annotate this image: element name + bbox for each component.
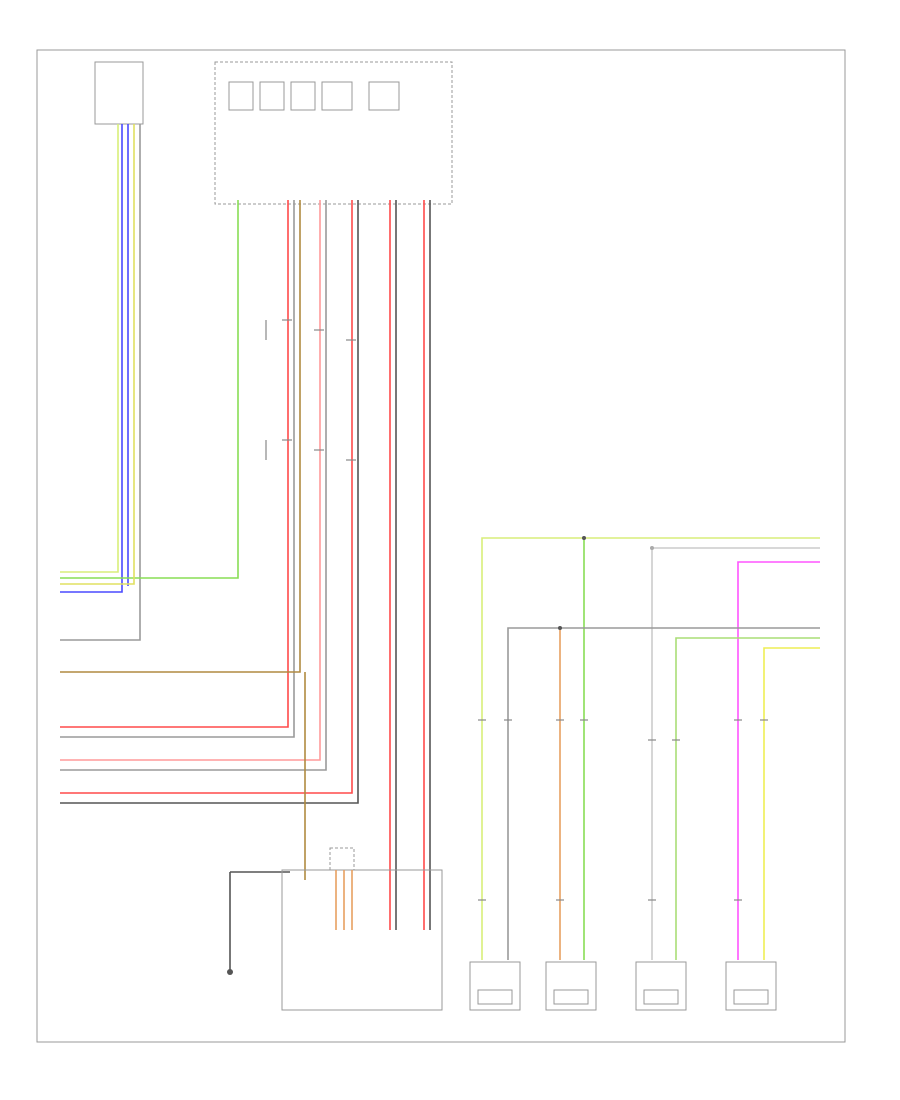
- control-unit-connectors: [228, 81, 400, 111]
- connector-5: [368, 81, 400, 111]
- control-unit: [214, 61, 453, 205]
- wire-gray-1: [60, 200, 295, 738]
- connector-1: [228, 81, 254, 111]
- wire-magenta-right: [737, 561, 820, 960]
- wire-yellow-green-right: [481, 537, 820, 960]
- wire-yellow-right: [763, 647, 820, 960]
- wire-light-red-1: [60, 200, 321, 761]
- wire-blue-left: [60, 124, 123, 593]
- wire-green-harness: [60, 200, 239, 579]
- speaker-4: [725, 961, 777, 1011]
- speaker-pin-ticks: [478, 719, 768, 901]
- speaker-3: [635, 961, 687, 1011]
- wire-dark-1: [60, 200, 359, 804]
- wire-gray-right-mid: [507, 627, 820, 960]
- wire-red-1: [60, 200, 289, 728]
- left-harness: [60, 124, 239, 641]
- diagram-frame: [36, 49, 846, 1043]
- ground-icon: [227, 969, 233, 975]
- wire-gray-2: [60, 200, 327, 771]
- right-harness: [481, 536, 820, 960]
- wire-gray-harness: [60, 124, 141, 641]
- antenna-amp: [329, 847, 355, 930]
- wire-yellow-harness: [60, 124, 135, 585]
- ground: [227, 871, 290, 975]
- top-left-module: [94, 61, 144, 125]
- wire-brown: [60, 200, 301, 673]
- speaker-1: [469, 961, 521, 1011]
- wire-gray-right-top: [651, 547, 820, 960]
- bottom-module: [281, 869, 443, 1011]
- connector-2: [259, 81, 285, 111]
- wire-red-2: [60, 200, 353, 794]
- connector-4: [321, 81, 353, 111]
- splice-markers: [265, 319, 356, 461]
- wire-yellow-green-harness: [60, 124, 119, 573]
- wire-green-right-2: [675, 637, 820, 960]
- connector-3: [290, 81, 316, 111]
- speaker-2: [545, 961, 597, 1011]
- control-unit-outputs: [60, 200, 431, 930]
